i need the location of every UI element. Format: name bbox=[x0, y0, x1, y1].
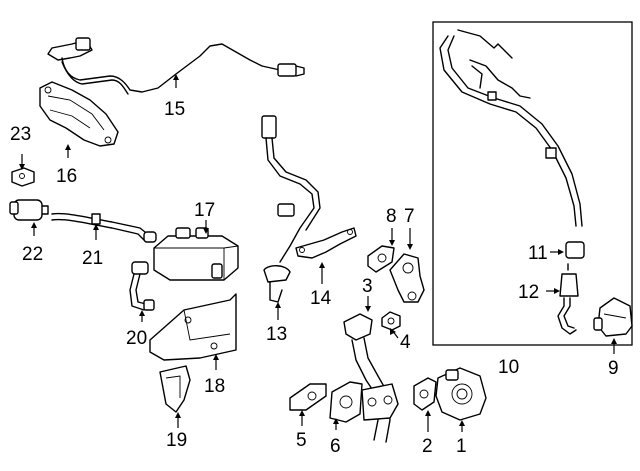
part-6-gasket[interactable] bbox=[329, 381, 363, 423]
part-23-bracket[interactable] bbox=[11, 167, 35, 187]
part-13-oxygen-sensor[interactable] bbox=[261, 115, 321, 303]
callout-18: 18 bbox=[204, 376, 225, 397]
callout-4: 4 bbox=[400, 332, 411, 353]
callout-7: 7 bbox=[404, 206, 415, 227]
part-8-gasket[interactable] bbox=[367, 245, 395, 273]
leader-lines bbox=[19, 74, 617, 432]
part-10-group-frame bbox=[432, 21, 633, 346]
part-4-nut[interactable] bbox=[381, 311, 401, 331]
part-10-vacuum-tube-assembly[interactable] bbox=[439, 29, 583, 227]
callout-17: 17 bbox=[194, 200, 215, 221]
part-16-heat-shield[interactable] bbox=[39, 81, 119, 147]
part-1-egr-valve[interactable] bbox=[435, 367, 487, 421]
part-17-canister[interactable] bbox=[153, 227, 239, 281]
part-18-bracket[interactable] bbox=[149, 293, 237, 361]
callout-8: 8 bbox=[386, 206, 397, 227]
callout-16: 16 bbox=[56, 166, 77, 187]
callout-11: 11 bbox=[528, 243, 548, 264]
part-15-oxygen-sensor-harness[interactable] bbox=[47, 37, 305, 95]
callout-21: 21 bbox=[82, 248, 103, 269]
callout-22: 22 bbox=[22, 244, 43, 265]
callout-9: 9 bbox=[608, 358, 619, 379]
part-12-check-valve[interactable] bbox=[557, 263, 579, 335]
callout-23: 23 bbox=[10, 124, 31, 145]
callout-6: 6 bbox=[330, 436, 341, 457]
callout-20: 20 bbox=[126, 328, 147, 349]
callout-14: 14 bbox=[310, 288, 332, 309]
part-19-shield[interactable] bbox=[159, 365, 191, 413]
callout-13: 13 bbox=[266, 324, 287, 345]
part-3-egr-pipe[interactable] bbox=[343, 313, 399, 443]
part-14-sensor-bracket[interactable] bbox=[295, 227, 357, 259]
part-22-vacuum-valve[interactable] bbox=[9, 199, 49, 221]
callout-1: 1 bbox=[456, 436, 467, 457]
part-5-gasket[interactable] bbox=[289, 383, 327, 411]
part-20-hose[interactable] bbox=[129, 261, 155, 311]
callout-10: 10 bbox=[498, 357, 519, 378]
part-21-hose[interactable] bbox=[51, 212, 157, 243]
callout-19: 19 bbox=[166, 430, 187, 451]
callout-2: 2 bbox=[422, 436, 433, 457]
callout-5: 5 bbox=[296, 430, 307, 451]
callout-3: 3 bbox=[362, 276, 373, 297]
part-2-gasket[interactable] bbox=[413, 377, 437, 411]
part-9-solenoid-valve[interactable] bbox=[593, 297, 633, 337]
part-7-fitting[interactable] bbox=[389, 253, 425, 303]
callout-15: 15 bbox=[164, 99, 185, 120]
part-11-hose[interactable] bbox=[565, 241, 585, 259]
callout-12: 12 bbox=[518, 282, 539, 303]
